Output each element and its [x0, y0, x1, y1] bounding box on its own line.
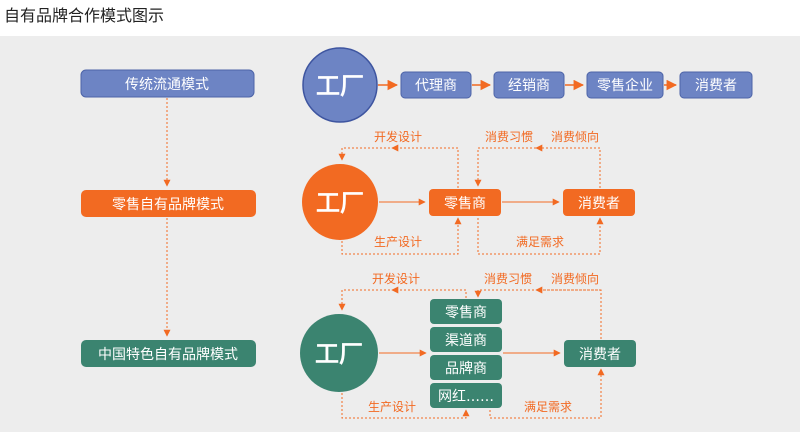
- row3-channel-retailer: 零售商: [430, 299, 502, 324]
- svg-text:消费者: 消费者: [579, 347, 621, 363]
- svg-text:代理商: 代理商: [415, 78, 457, 94]
- row2-loop-demand: [477, 217, 604, 255]
- row3-habits-label: 消费习惯: [484, 271, 532, 286]
- row1-factory-label: 工厂: [316, 72, 364, 100]
- row3-prod-design-label: 生产设计: [368, 400, 416, 414]
- row3-channel-influencer: 网红……: [430, 383, 502, 408]
- row3-demand-label: 满足需求: [524, 400, 572, 414]
- row3-channel-brand: 品牌商: [430, 355, 502, 380]
- svg-text:消费者: 消费者: [695, 78, 737, 94]
- row3-factory: 工厂: [300, 314, 378, 392]
- svg-text:经销商: 经销商: [508, 78, 550, 94]
- svg-text:零售商: 零售商: [444, 196, 486, 212]
- row1-factory: 工厂: [302, 47, 378, 123]
- row3-consumer: 消费者: [564, 340, 636, 367]
- row1-retail-company: 零售企业: [586, 71, 664, 99]
- row3-loop-demand: [489, 368, 605, 419]
- left-box-china-own: 中国特色自有品牌模式: [81, 340, 256, 367]
- row2-habits-label: 消费习惯: [485, 129, 533, 144]
- row2-dev-design-label: 开发设计: [374, 129, 422, 144]
- row1-agent: 代理商: [400, 71, 472, 99]
- row3-factory-label: 工厂: [315, 340, 363, 368]
- row2-loop-habits: [474, 147, 601, 188]
- svg-text:零售商: 零售商: [445, 305, 487, 321]
- row3-channel-dealer: 渠道商: [430, 327, 502, 352]
- row1-distributor: 经销商: [493, 71, 565, 99]
- svg-text:零售企业: 零售企业: [597, 77, 653, 94]
- left-label-retail-own: 零售自有品牌模式: [112, 196, 224, 213]
- row3-dev-design-label: 开发设计: [372, 271, 420, 286]
- row3-loop-prod: [341, 393, 470, 419]
- svg-text:网红……: 网红……: [438, 389, 494, 405]
- row3-loop-habits: [474, 289, 602, 339]
- row1-consumer: 消费者: [679, 71, 753, 99]
- row3-tendency-label: 消费倾向: [551, 271, 599, 286]
- row2-retailer: 零售商: [429, 189, 501, 216]
- svg-text:品牌商: 品牌商: [445, 360, 487, 377]
- row2-demand-label: 满足需求: [516, 235, 564, 249]
- row2-factory: 工厂: [302, 164, 378, 240]
- svg-text:消费者: 消费者: [578, 196, 620, 212]
- left-box-retail-own: 零售自有品牌模式: [81, 190, 256, 217]
- page-title: 自有品牌合作模式图示: [4, 6, 165, 25]
- row2-factory-label: 工厂: [316, 189, 364, 217]
- svg-text:渠道商: 渠道商: [445, 333, 487, 349]
- row2-consumer: 消费者: [563, 189, 635, 216]
- row2-tendency-label: 消费倾向: [551, 129, 599, 144]
- left-label-china-own: 中国特色自有品牌模式: [98, 346, 238, 363]
- left-box-traditional: 传统流通模式: [80, 69, 255, 98]
- row2-prod-design-label: 生产设计: [374, 235, 422, 249]
- left-label-traditional: 传统流通模式: [125, 77, 209, 93]
